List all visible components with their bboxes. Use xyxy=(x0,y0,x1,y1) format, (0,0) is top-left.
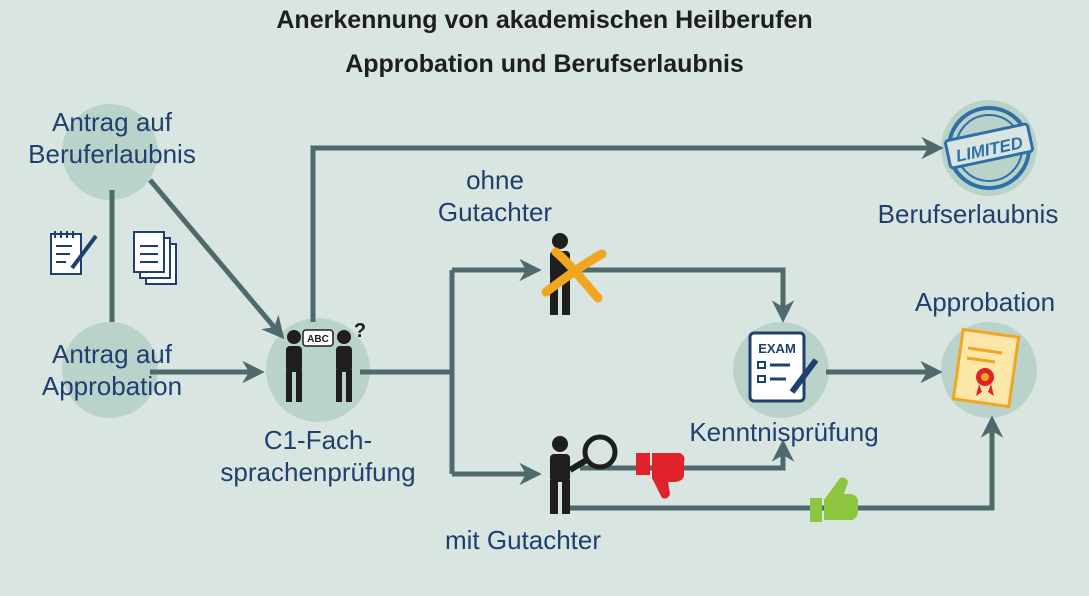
antrag-approbation-label: Antrag auf Approbation xyxy=(12,338,212,402)
label-line: Approbation xyxy=(41,371,183,401)
approbation-label: Approbation xyxy=(914,287,1056,317)
exam-icon xyxy=(748,331,819,403)
arrow-ohne-to-kenntnis xyxy=(580,267,795,323)
ohne-gutachter-label: ohne Gutachter xyxy=(410,164,580,228)
thumbs-up-icon xyxy=(810,477,858,522)
kenntnispruefung-label: Kenntnisprüfung xyxy=(689,417,879,447)
thumbs-down-icon xyxy=(636,453,685,499)
certificate-icon xyxy=(951,327,1021,409)
page-title: Anerkennung von akademischen Heilberufen xyxy=(276,6,813,34)
arrow-mit-to-approbation xyxy=(570,415,1004,511)
speech-bubble-text: ABC xyxy=(307,334,329,345)
examiner-magnifier-icon xyxy=(550,434,618,514)
mit-gutachter-label: mit Gutachter xyxy=(444,525,602,555)
label-line: Antrag auf xyxy=(52,107,172,137)
question-mark: ? xyxy=(354,320,366,342)
label-line: ohne xyxy=(466,165,524,195)
person-crossed-icon xyxy=(541,233,607,315)
arrow-berufserlaubnis-to-c1 xyxy=(148,178,285,340)
conversation-icon xyxy=(286,329,352,402)
antrag-berufserlaubnis-circle xyxy=(62,104,158,200)
notepad-icon xyxy=(50,231,98,275)
label-line: Gutachter xyxy=(437,197,553,227)
exam-text: EXAM xyxy=(758,341,796,356)
limited-stamp-icon xyxy=(944,106,1034,190)
label-line: C1-Fach- xyxy=(263,425,373,455)
label-line: Beruferlaubnis xyxy=(28,139,196,169)
arrow-c1-to-berufserlaubnis xyxy=(310,136,944,322)
page-subtitle: Approbation und Berufserlaubnis xyxy=(345,50,744,78)
antrag-berufserlaubnis-label: Antrag auf Beruferlaubnis xyxy=(12,106,212,170)
sprachpruefung-label: C1-Fach- sprachenprüfung xyxy=(198,424,438,488)
label-line: Antrag auf xyxy=(52,339,172,369)
berufserlaubnis-label: Berufserlaubnis xyxy=(877,199,1059,229)
documents-icon xyxy=(133,231,177,285)
antrag-approbation-circle xyxy=(62,322,158,418)
label-line: sprachenprüfung xyxy=(220,457,416,487)
